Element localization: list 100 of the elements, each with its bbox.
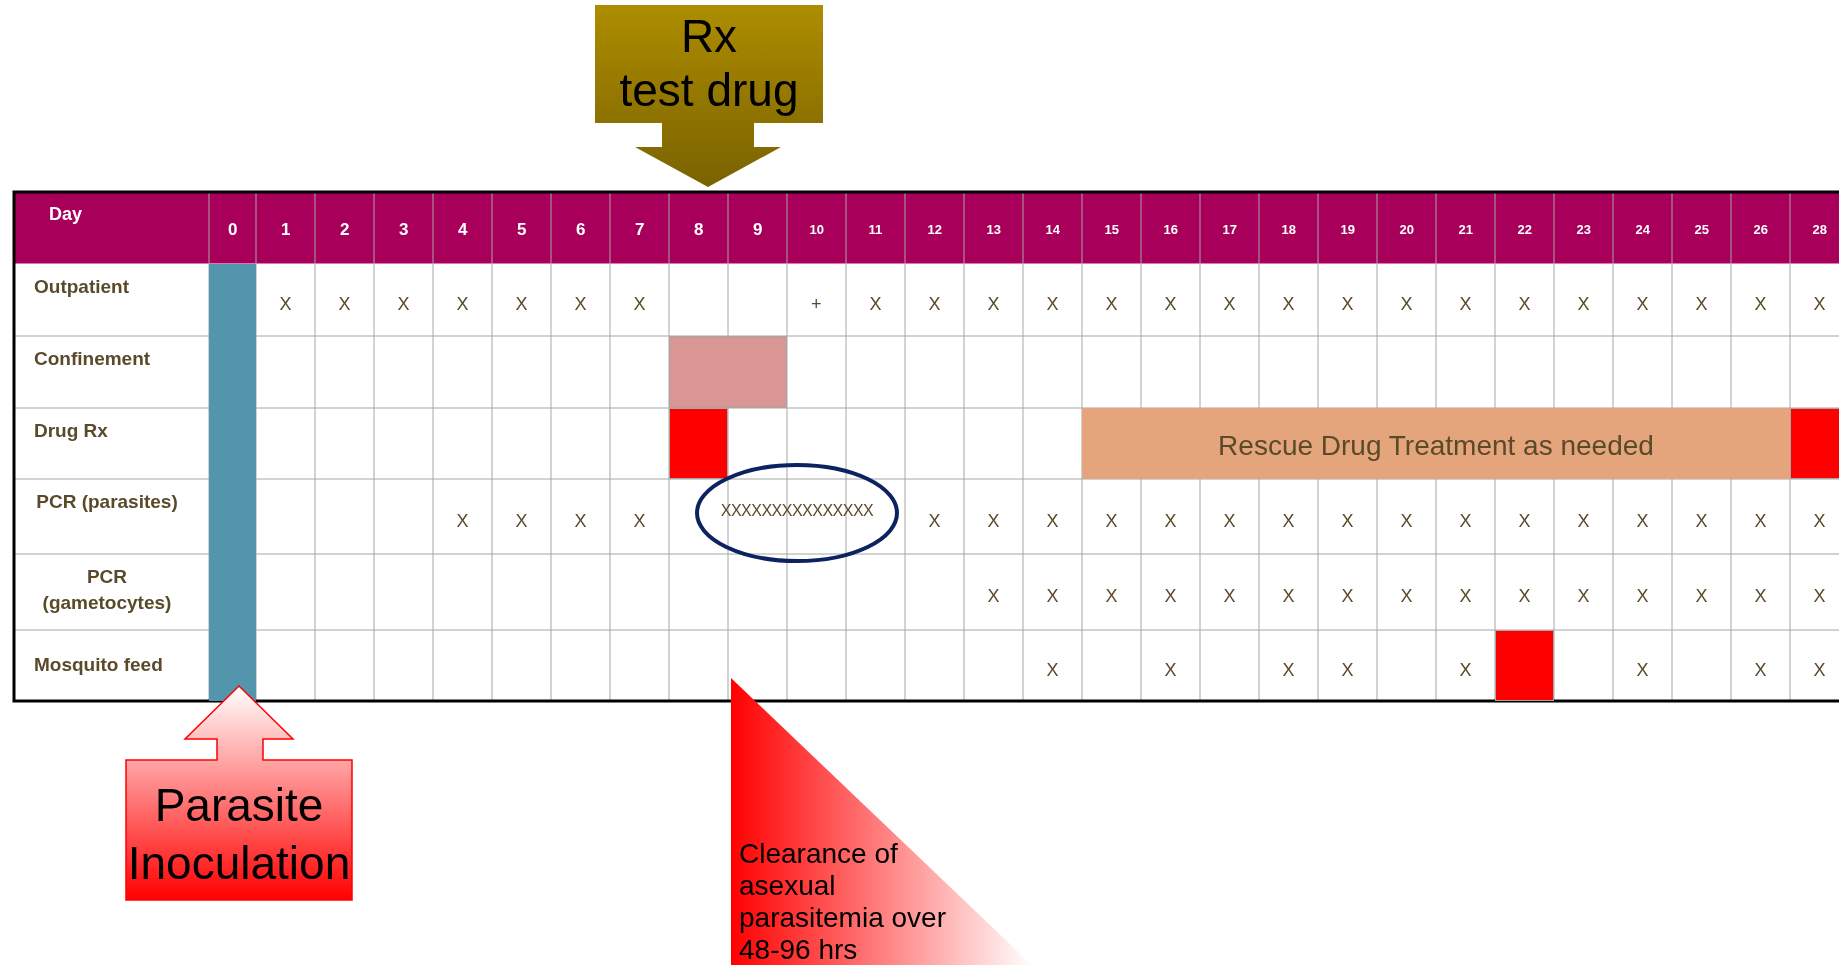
day-zero-band	[209, 264, 256, 701]
triangle-text: Clearance of asexual parasitemia over 48-96 hrs	[739, 838, 947, 965]
cell-mark: X	[1282, 510, 1295, 532]
cell-mark: X	[1400, 510, 1413, 532]
cell-mark: X	[1046, 294, 1059, 315]
cell-mark: X	[633, 510, 646, 532]
column-header: 10	[809, 221, 824, 237]
callout-heading: Rx	[679, 9, 739, 63]
callout-text: Parasite Inoculation	[126, 778, 352, 891]
column-header: 0	[228, 219, 238, 240]
cell-mark: X	[1046, 510, 1059, 532]
cell-mark: X	[1754, 510, 1767, 532]
cell-mark: X	[869, 294, 882, 315]
column-header: 7	[635, 219, 645, 240]
row-header: Outpatient	[34, 276, 129, 298]
row-header: PCR (gametocytes)	[41, 565, 173, 615]
marked-cell	[669, 408, 728, 479]
cell-mark: X	[1105, 294, 1118, 315]
cell-mark: X	[397, 294, 410, 315]
cell-mark: X	[1341, 586, 1354, 607]
cell-mark: X	[633, 294, 646, 315]
column-header: 9	[753, 219, 763, 240]
cell-mark: X	[515, 510, 528, 532]
marked-cell	[1790, 408, 1839, 479]
cell-mark: +	[811, 294, 822, 315]
cell-mark: X	[1636, 586, 1649, 607]
column-header: Day	[49, 204, 83, 225]
column-header: 6	[576, 219, 586, 240]
cell-mark: X	[1459, 659, 1472, 681]
column-header: 3	[399, 219, 409, 240]
cell-mark: X	[1400, 586, 1413, 607]
column-header: 25	[1694, 221, 1709, 237]
cell-mark: X	[987, 586, 1000, 607]
cell-mark: X	[456, 294, 469, 315]
column-header: 24	[1635, 221, 1650, 237]
cell-mark: X	[456, 510, 469, 532]
cell-mark: X	[1754, 659, 1767, 681]
cell-mark: X	[1636, 294, 1649, 315]
cell-mark: X	[1754, 586, 1767, 607]
cell-mark: X	[928, 294, 941, 315]
callout-arrow	[595, 5, 823, 187]
cell-mark: X	[1518, 510, 1531, 532]
cell-mark: X	[574, 294, 587, 315]
column-header: 2	[340, 219, 350, 240]
column-header: 5	[517, 219, 527, 240]
column-header: 14	[1045, 221, 1060, 237]
cell-mark: X	[1164, 659, 1177, 681]
cell-mark: X	[1577, 510, 1590, 532]
column-header: 18	[1281, 221, 1296, 237]
column-header: 21	[1458, 221, 1473, 237]
callout-arrow	[125, 684, 353, 902]
cell-mark: X	[1577, 586, 1590, 607]
cell-mark: X	[928, 510, 941, 532]
column-header: 15	[1104, 221, 1119, 237]
cell-mark: X	[987, 294, 1000, 315]
cell-mark: X	[1046, 586, 1059, 607]
column-header: 11	[868, 221, 883, 237]
band-label: Rescue Drug Treatment as needed	[1217, 430, 1655, 462]
cell-mark: X	[1813, 586, 1826, 607]
cell-mark: X	[574, 510, 587, 532]
cell-mark: X	[1695, 510, 1708, 532]
column-header: 16	[1163, 221, 1178, 237]
cell-mark: X	[987, 510, 1000, 532]
row-header: PCR (parasites)	[35, 490, 179, 514]
treatment-band	[1082, 408, 1790, 479]
column-header: 4	[458, 219, 468, 240]
marked-cell	[1495, 630, 1554, 701]
cell-mark: X	[1164, 294, 1177, 315]
cell-mark: X	[1282, 586, 1295, 607]
cell-mark: X	[1577, 294, 1590, 315]
column-header: 22	[1517, 221, 1532, 237]
cell-mark: X	[1341, 659, 1354, 681]
cell-mark: X	[1459, 510, 1472, 532]
cell-mark: X	[1813, 659, 1826, 681]
column-header: 8	[694, 219, 704, 240]
cell-mark: X	[1459, 586, 1472, 607]
cell-mark: X	[515, 294, 528, 315]
shaded-block	[669, 336, 787, 408]
column-header: 12	[927, 221, 942, 237]
cell-mark: X	[1223, 586, 1236, 607]
column-header: 17	[1222, 221, 1237, 237]
column-header: 20	[1399, 221, 1414, 237]
cell-mark: X	[1754, 294, 1767, 315]
cell-mark: X	[338, 294, 351, 315]
cell-mark: X	[1105, 586, 1118, 607]
cell-mark: X	[1695, 294, 1708, 315]
cell-mark: X	[1046, 659, 1059, 681]
callout-text: test drug	[618, 63, 800, 117]
cell-mark: X	[1341, 294, 1354, 315]
cell-mark: X	[1459, 294, 1472, 315]
row-header: Mosquito feed	[34, 654, 163, 676]
cell-mark: X	[1400, 294, 1413, 315]
cell-mark: X	[1518, 586, 1531, 607]
cell-mark: X	[1105, 510, 1118, 532]
highlight-ellipse	[695, 463, 899, 563]
cell-mark: X	[1164, 586, 1177, 607]
cell-mark: X	[1164, 510, 1177, 532]
row-header: Confinement	[34, 348, 151, 370]
column-header: 26	[1753, 221, 1768, 237]
cell-mark: X	[1282, 659, 1295, 681]
